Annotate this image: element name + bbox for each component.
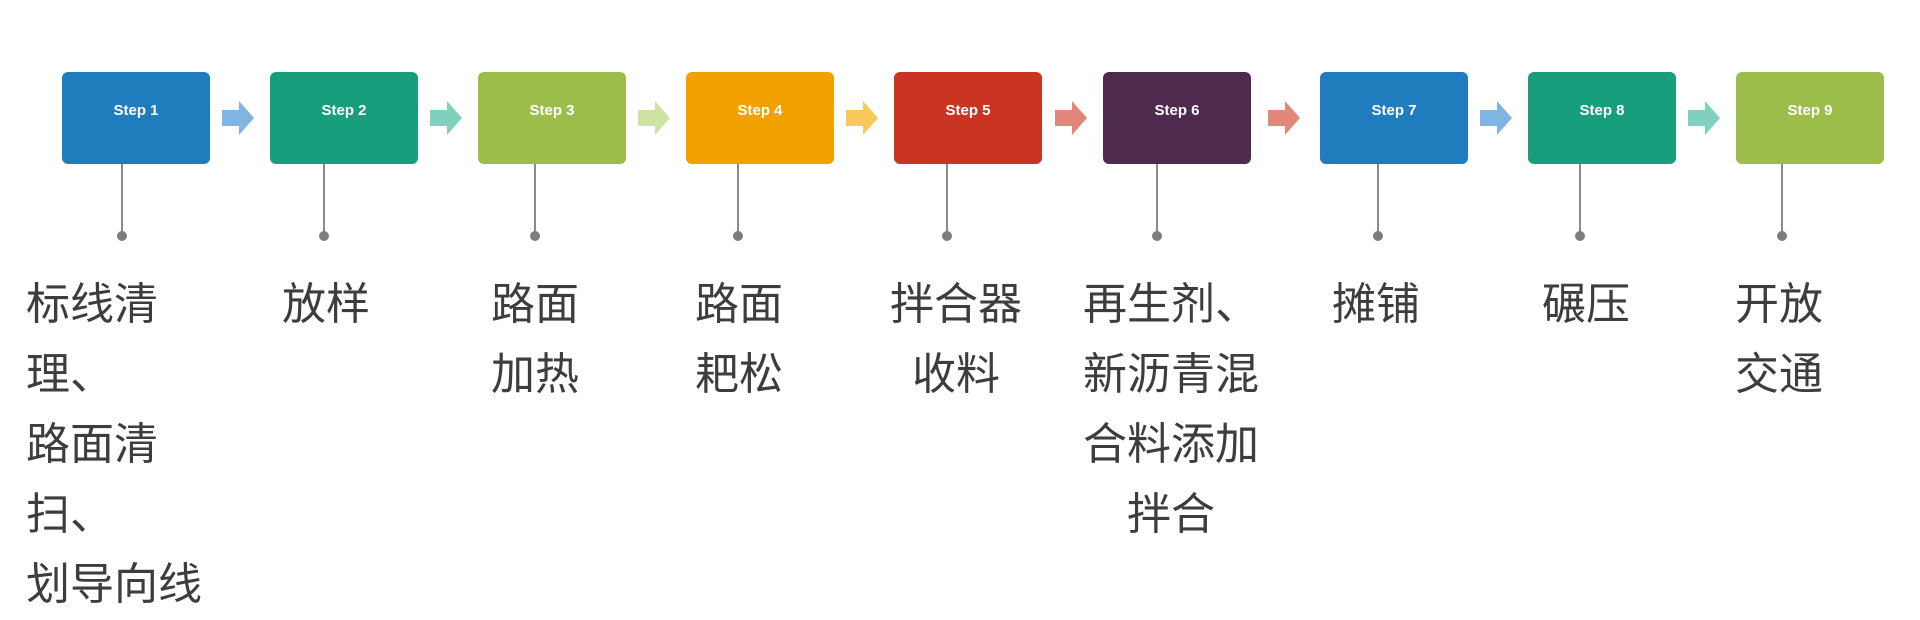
connector-line xyxy=(737,164,739,234)
step-7-label: Step 7 xyxy=(1371,102,1417,119)
connector-line xyxy=(1156,164,1158,234)
connector-line xyxy=(534,164,536,234)
connector-line xyxy=(1377,164,1379,234)
step-9-box: Step 9 xyxy=(1736,72,1884,164)
connector-dot xyxy=(1777,231,1787,241)
connector-dot xyxy=(319,231,329,241)
connector-line xyxy=(121,164,123,234)
step-9-label: Step 9 xyxy=(1787,102,1833,119)
connector-dot xyxy=(1575,231,1585,241)
step-5-description: 拌合器 收料 xyxy=(890,279,1022,400)
connector-line xyxy=(1579,164,1581,234)
step-1-box: Step 1 xyxy=(62,72,210,164)
step-2-description: 放样 xyxy=(282,279,370,330)
process-diagram: { "steps": [ {"label": "Step 1", "color"… xyxy=(26,72,1884,610)
step-6-label: Step 6 xyxy=(1154,102,1200,119)
step-2-label: Step 2 xyxy=(321,102,367,119)
connector-dot xyxy=(1373,231,1383,241)
arrow-right-icon xyxy=(1688,101,1720,135)
connector-dot xyxy=(530,231,540,241)
arrow-right-icon xyxy=(1480,101,1512,135)
arrow-right-icon xyxy=(638,101,670,135)
step-6-description: 再生剂、 新沥青混 合料添加 拌合 xyxy=(1083,279,1259,540)
step-3-label: Step 3 xyxy=(529,102,575,119)
step-1-label: Step 1 xyxy=(113,102,159,119)
arrow-right-icon xyxy=(430,101,462,135)
step-6-box: Step 6 xyxy=(1103,72,1251,164)
step-8-label: Step 8 xyxy=(1579,102,1625,119)
step-3-box: Step 3 xyxy=(478,72,626,164)
connector-line xyxy=(946,164,948,234)
step-5-box: Step 5 xyxy=(894,72,1042,164)
step-4-label: Step 4 xyxy=(737,102,783,119)
step-3-description: 路面 加热 xyxy=(491,279,579,400)
connector-dot xyxy=(733,231,743,241)
step-7-description: 摊铺 xyxy=(1332,279,1420,330)
connector-dot xyxy=(1152,231,1162,241)
arrow-right-icon xyxy=(846,101,878,135)
step-1-description: 标线清理、 路面清扫、 划导向线 xyxy=(26,279,202,610)
step-7-box: Step 7 xyxy=(1320,72,1468,164)
connector-line xyxy=(1781,164,1783,234)
connector-dot xyxy=(942,231,952,241)
arrow-right-icon xyxy=(1268,101,1300,135)
step-5-label: Step 5 xyxy=(945,102,991,119)
step-9-description: 开放 交通 xyxy=(1735,279,1823,400)
connector-line xyxy=(323,164,325,234)
connector-dot xyxy=(117,231,127,241)
step-4-box: Step 4 xyxy=(686,72,834,164)
step-8-description: 碾压 xyxy=(1542,279,1630,330)
arrow-right-icon xyxy=(1055,101,1087,135)
step-4-description: 路面 耙松 xyxy=(695,279,783,400)
step-8-box: Step 8 xyxy=(1528,72,1676,164)
step-2-box: Step 2 xyxy=(270,72,418,164)
arrow-right-icon xyxy=(222,101,254,135)
